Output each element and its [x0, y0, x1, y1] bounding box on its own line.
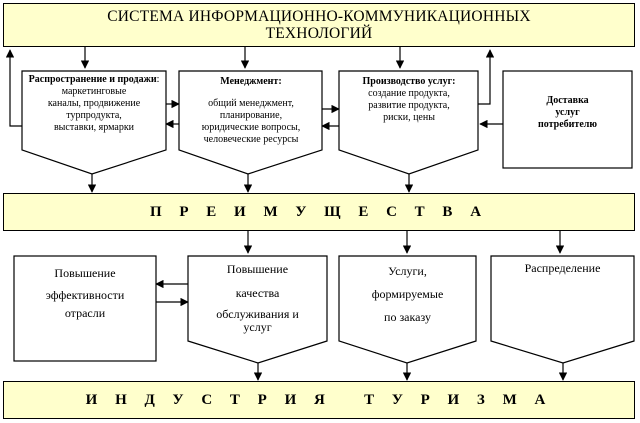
- efficiency-line-2: эффективности: [45, 288, 125, 302]
- management-title: Менеджмент:: [220, 76, 282, 87]
- quality-line-3: обслуживания и: [216, 307, 299, 321]
- production-line-1: создание продукта,: [368, 88, 450, 99]
- arrow-production-feedback: [478, 49, 495, 105]
- management-line-3: юридические вопросы,: [201, 122, 301, 133]
- quality-box: [187, 255, 328, 364]
- distribution-line-3: турпродукта,: [66, 110, 122, 121]
- ict-system-band: СИСТЕМА ИНФОРМАЦИОННО-КОММУНИКАЦИОННЫХ Т…: [3, 3, 635, 47]
- delivery-line-3: потребителю: [537, 119, 598, 130]
- management-box: [178, 70, 323, 175]
- distribution-title: Распространение и продажи: [28, 74, 157, 85]
- production-line-2: развитие продукта,: [368, 100, 450, 111]
- distribution-line-4: выставки, ярмарки: [53, 122, 135, 133]
- quality-line-2: качества: [235, 286, 280, 300]
- production-line-3: риски, цены: [383, 112, 435, 123]
- delivery-box: [502, 70, 633, 169]
- quality-text: Повышение качества обслуживания и услуг: [190, 262, 325, 333]
- ict-system-title-line1: СИСТЕМА ИНФОРМАЦИОННО-КОММУНИКАЦИОННЫХ: [107, 8, 531, 25]
- quality-line-1: Повышение: [226, 262, 289, 276]
- delivery-text: Доставка услуг потребителю: [505, 95, 630, 145]
- quality-line-4: услуг: [243, 320, 272, 334]
- efficiency-text: Повышение эффективности отрасли: [16, 262, 154, 320]
- distribution-box: [21, 70, 167, 175]
- services-text: Услуги, формируемые по заказу: [341, 260, 474, 329]
- distribution-line-2: каналы, продвижение: [47, 98, 141, 109]
- services-line-2: формируемые: [371, 287, 444, 301]
- delivery-line-2: услуг: [555, 107, 580, 118]
- production-box: [338, 70, 479, 175]
- advantages-band: П Р Е И М У Щ Е С Т В А: [3, 193, 635, 231]
- tourism-industry-band: И Н Д У С Т Р И Я Т У Р И З М А: [3, 381, 635, 419]
- efficiency-box: [13, 255, 157, 362]
- arrow-distribution-feedback: [5, 49, 22, 127]
- distribution-text: Распространение и продажи: маркетинговые…: [24, 74, 164, 147]
- ict-system-title-line2: ТЕХНОЛОГИЙ: [265, 25, 373, 42]
- management-line-2: планирование,: [219, 110, 283, 121]
- efficiency-line-3: отрасли: [64, 306, 106, 320]
- efficiency-line-1: Повышение: [54, 266, 116, 280]
- distribution-line-1: маркетинговые: [61, 86, 127, 97]
- tourism-industry-title: И Н Д У С Т Р И Я Т У Р И З М А: [85, 391, 553, 408]
- distribution-colon: :: [156, 74, 160, 85]
- production-title: Производство услуг:: [362, 76, 456, 87]
- advantages-title: П Р Е И М У Щ Е С Т В А: [149, 203, 489, 220]
- services-line-3: по заказу: [384, 310, 431, 324]
- distribution2-box: [490, 255, 635, 364]
- delivery-line-1: Доставка: [546, 95, 589, 106]
- services-line-1: Услуги,: [388, 264, 427, 278]
- distribution2-line-1: Распределение: [524, 261, 601, 275]
- management-line-4: человеческие ресурсы: [203, 134, 299, 145]
- production-text: Производство услуг: создание продукта, р…: [341, 76, 477, 146]
- management-line-1: общий менеджмент,: [208, 98, 294, 109]
- management-text: Менеджмент: общий менеджмент, планирован…: [181, 76, 321, 152]
- distribution2-text: Распределение: [493, 261, 632, 276]
- services-box: [338, 255, 477, 364]
